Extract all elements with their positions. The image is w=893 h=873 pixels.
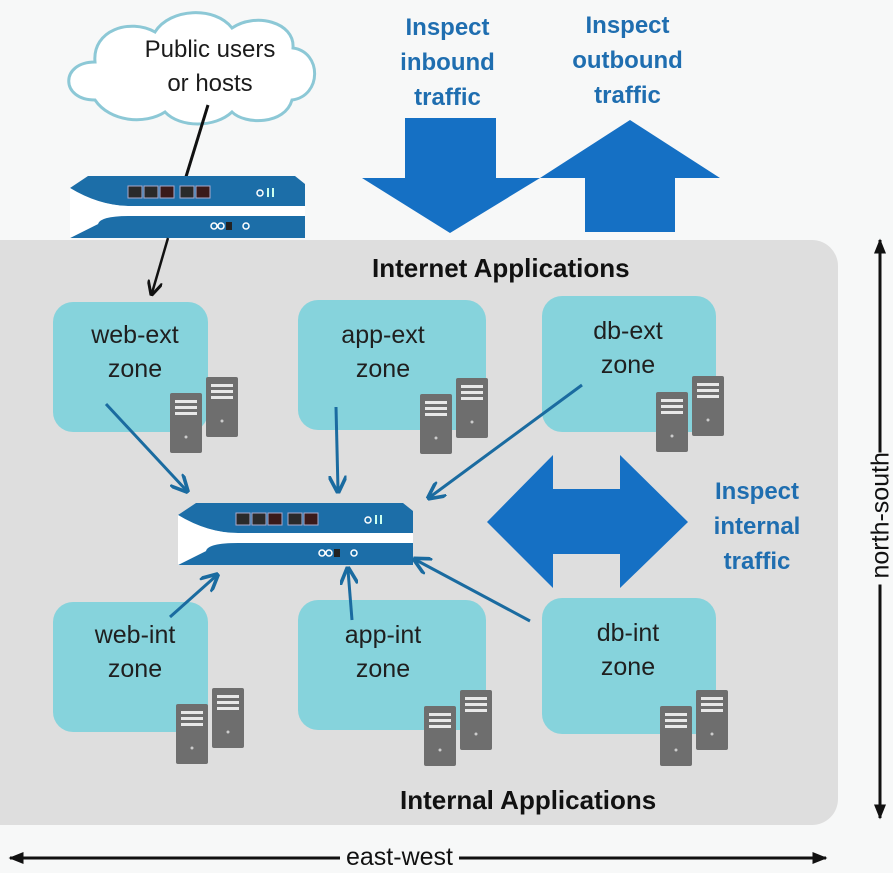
zone-label-app-int: app-int zone <box>318 618 448 686</box>
internal-callout-line3: traffic <box>723 548 791 575</box>
web-ext-connector-arrow <box>104 402 186 490</box>
zone-name: db-int <box>596 619 660 647</box>
internal-callout-line2: internal <box>713 513 801 540</box>
internal-applications-title: Internal Applications <box>400 785 657 815</box>
inbound-callout-line1: Inspect <box>405 14 490 41</box>
inbound-arrow-icon <box>362 118 540 233</box>
outbound-arrow-icon <box>540 120 720 232</box>
zone-box-app-int <box>298 600 486 730</box>
inbound-callout: Inspect inbound traffic <box>375 10 520 115</box>
zone-label-db-ext: db-ext zone <box>563 314 693 382</box>
internal-traffic-double-arrow-icon <box>487 455 688 588</box>
web-int-connector-arrow <box>169 576 216 619</box>
outbound-callout-line3: traffic <box>594 82 661 109</box>
internal-firewall-icon <box>177 502 414 566</box>
app-int-connector-arrow <box>348 570 352 621</box>
zone-suffix: zone <box>107 355 163 383</box>
db-int-connector-arrow <box>416 560 531 623</box>
internal-callout-line1: Inspect <box>714 478 800 505</box>
zone-suffix: zone <box>107 655 163 683</box>
inbound-callout-line2: inbound <box>400 49 495 76</box>
zone-suffix: zone <box>600 351 656 379</box>
zone-box-db-int <box>542 598 716 734</box>
app-ext-connector-arrow <box>336 406 338 490</box>
outbound-callout-line1: Inspect <box>585 12 670 39</box>
zone-name: web-ext <box>91 321 179 349</box>
zone-suffix: zone <box>355 655 411 683</box>
zone-name: db-ext <box>593 317 663 345</box>
cloud-label: Public users or hosts <box>110 33 310 101</box>
outbound-callout: Inspect outbound traffic <box>550 8 705 113</box>
cloud-label-line2: or hosts <box>167 70 253 97</box>
firewall-to-web-ext-arrow <box>152 237 170 293</box>
internal-callout: Inspect internal traffic <box>692 474 822 579</box>
zone-label-web-ext: web-ext zone <box>70 318 200 386</box>
db-ext-connector-arrow <box>430 383 583 497</box>
zone-name: web-int <box>94 621 176 649</box>
zone-name: app-int <box>344 621 422 649</box>
cloud-label-line1: Public users <box>144 36 276 63</box>
cloud-shape <box>67 11 316 126</box>
perimeter-firewall-icon <box>69 175 306 239</box>
zone-box-web-ext <box>53 302 208 432</box>
zone-suffix: zone <box>600 653 656 681</box>
zone-label-web-int: web-int zone <box>70 618 200 686</box>
inbound-callout-line3: traffic <box>414 84 481 111</box>
zone-suffix: zone <box>355 355 411 383</box>
zone-label-db-int: db-int zone <box>563 616 693 684</box>
internet-applications-title: Internet Applications <box>372 253 630 283</box>
cloud-to-firewall-line <box>183 104 210 181</box>
east-west-label: east-west <box>340 843 459 872</box>
outbound-callout-line2: outbound <box>572 47 683 74</box>
north-south-label: north-south <box>866 452 893 585</box>
zone-name: app-ext <box>341 321 425 349</box>
zone-box-web-int <box>53 602 208 732</box>
zone-label-app-ext: app-ext zone <box>318 318 448 386</box>
